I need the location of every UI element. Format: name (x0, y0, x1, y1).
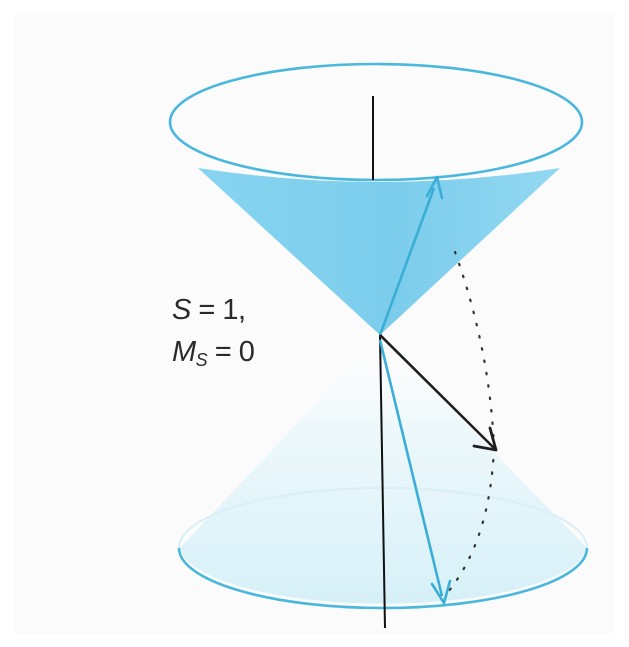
total-spin-vector (379, 334, 495, 449)
spin-vector-down-arrowhead (430, 579, 452, 605)
lower-cone-surface (180, 335, 587, 604)
spin-projection-value: 0 (238, 336, 255, 368)
spin-vector-down (378, 339, 444, 597)
total-spin-equals: = (190, 294, 223, 326)
spin-projection-equals: = (207, 336, 239, 368)
lower-cone-front-rim (177, 547, 589, 610)
upper-cone-rim (168, 62, 584, 182)
spin-projection-symbol: M (172, 336, 196, 368)
total-spin-value: 1, (222, 294, 246, 326)
z-axis-lower (379, 334, 386, 629)
spin-vector-up (378, 187, 436, 336)
total-spin-symbol: S (172, 294, 191, 326)
total-spin-label: S = 1, (172, 294, 246, 327)
spin-projection-label: MS = 0 (172, 336, 255, 371)
upper-cone-surface (198, 168, 560, 335)
total-spin-vector-arrowhead (472, 426, 498, 452)
spin-vector-up-arrowhead (425, 175, 444, 200)
spin-projection-subscript: S (195, 350, 208, 370)
